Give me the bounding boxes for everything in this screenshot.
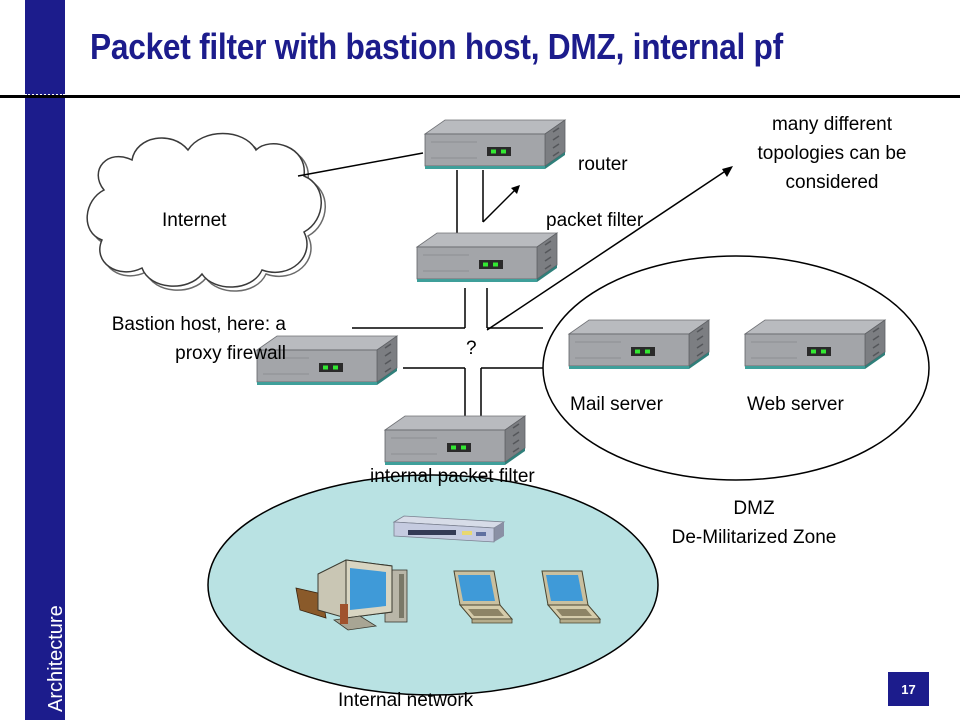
network-switch-icon xyxy=(392,515,506,543)
question-mark-label: ? xyxy=(466,338,477,359)
internet-cloud xyxy=(86,132,326,292)
dmz-line: DMZ xyxy=(733,498,775,519)
internal-network-label: Internal network xyxy=(338,690,474,711)
web-server-device xyxy=(744,319,886,370)
slide-title: Packet filter with bastion host, DMZ, in… xyxy=(90,26,783,67)
packet-filter-device xyxy=(416,232,558,283)
page-number: 17 xyxy=(888,672,929,706)
internal-packet-filter-label: internal packet filter xyxy=(370,466,535,487)
bastion-line: Bastion host, here: a xyxy=(111,314,286,335)
topologies-line: many different xyxy=(771,114,893,135)
connection-lines xyxy=(297,152,731,418)
router-device xyxy=(424,119,566,170)
arrow-head xyxy=(511,185,520,194)
internet-label: Internet xyxy=(162,210,227,231)
internal-packet-filter-device xyxy=(384,415,526,466)
packet-filter-label: packet filter xyxy=(546,210,644,231)
mail-server-device xyxy=(568,319,710,370)
web-server-label: Web server xyxy=(747,394,844,415)
topologies-line: considered xyxy=(785,172,879,193)
mail-server-label: Mail server xyxy=(570,394,663,415)
topologies-line: topologies can be xyxy=(757,143,907,164)
router-label: router xyxy=(578,154,628,175)
dmz-label: DMZ De-Militarized Zone xyxy=(634,494,874,552)
internal-network-zone xyxy=(207,474,659,696)
dmz-line: De-Militarized Zone xyxy=(671,527,837,548)
bastion-line: proxy firewall xyxy=(175,343,286,364)
desktop-computer-icon xyxy=(295,559,408,631)
title-rule xyxy=(0,95,960,98)
sidebar xyxy=(25,0,65,720)
bastion-host-label: Bastion host, here: a proxy firewall xyxy=(40,310,286,368)
arrow-head xyxy=(722,166,733,177)
topologies-note: many different topologies can be conside… xyxy=(722,110,942,197)
